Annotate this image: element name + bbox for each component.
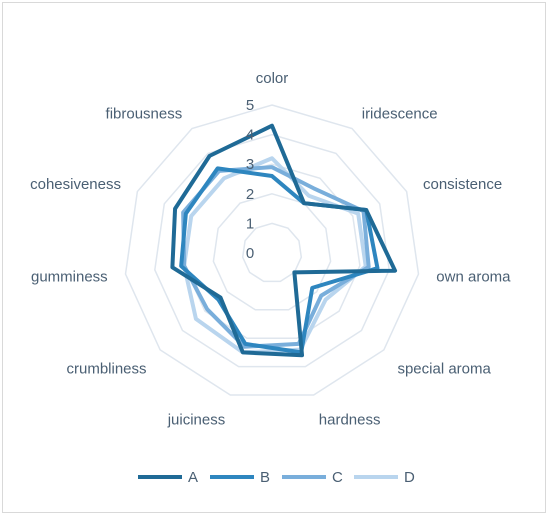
legend-label-A: A	[188, 469, 198, 486]
tick-label-4: 4	[246, 127, 254, 144]
legend-item-C: C	[282, 469, 343, 486]
axis-label-gumminess: gumminess	[31, 269, 108, 286]
axis-label-consistence: consistence	[423, 176, 502, 193]
series-D-line	[182, 156, 368, 355]
tick-label-1: 1	[246, 215, 254, 232]
grid-ring-1	[241, 222, 303, 283]
grid-ring-4	[154, 133, 390, 368]
tick-label-5: 5	[246, 97, 254, 114]
axis-label-special-aroma: special aroma	[397, 361, 491, 378]
legend-item-B: B	[210, 469, 270, 486]
axis-label-color: color	[256, 70, 289, 87]
axis-label-cohesiveness: cohesiveness	[30, 176, 121, 193]
series-A-line	[170, 123, 398, 358]
axis-label-fibrousness: fibrousness	[106, 105, 183, 122]
tick-label-3: 3	[246, 156, 254, 173]
axis-label-layer: color iridescence consistence own aroma spec…	[30, 70, 511, 428]
axis-label-hardness: hardness	[319, 411, 381, 428]
tick-label-2: 2	[246, 186, 254, 203]
legend-label-B: B	[260, 469, 270, 486]
axis-label-own-aroma: own aroma	[436, 269, 511, 286]
legend: A B C D	[138, 469, 415, 486]
axis-label-juiciness: juiciness	[167, 411, 226, 428]
series-layer	[170, 123, 398, 358]
legend-item-D: D	[354, 469, 415, 486]
axis-label-iridescence: iridescence	[362, 105, 438, 122]
legend-label-D: D	[404, 469, 415, 486]
axis-label-crumbliness: crumbliness	[67, 361, 147, 378]
grid-ring-5	[124, 104, 420, 396]
tick-label-0: 0	[246, 245, 254, 262]
grid-ring-2	[212, 193, 332, 311]
tick-layer: 0 1 2 3 4 5	[246, 97, 254, 262]
legend-label-C: C	[332, 469, 343, 486]
legend-item-A: A	[138, 469, 198, 486]
chart-area	[2, 2, 546, 513]
